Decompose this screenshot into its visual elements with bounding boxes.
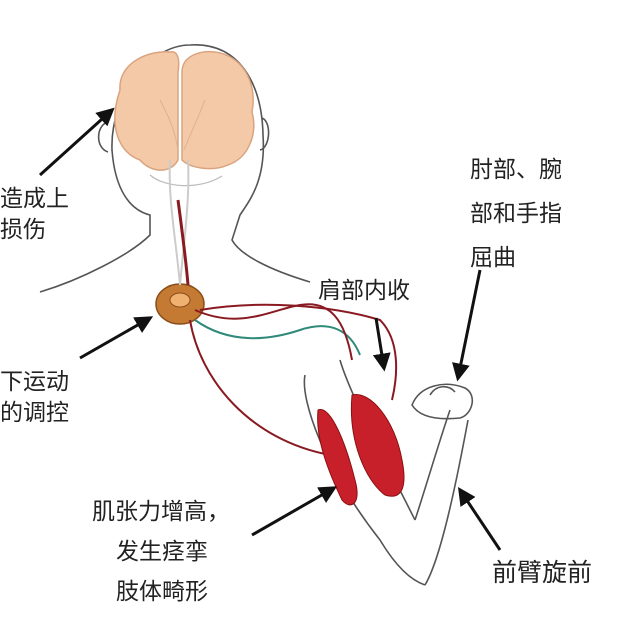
label-spasticity-line-2: 发生痉挛 xyxy=(116,539,208,565)
arrow-to-spinal-cord xyxy=(79,316,154,360)
label-forearm: 前臂旋前 xyxy=(492,557,592,588)
spinal-cord-segment xyxy=(155,283,205,325)
label-spasticity-line-3: 肢体畸形 xyxy=(116,579,208,605)
neural-tracts xyxy=(168,159,398,456)
arrow-to-brain xyxy=(38,107,115,177)
arrow-to-muscle xyxy=(251,486,338,537)
label-spasticity-line-1: 肌张力增高， xyxy=(92,499,230,525)
label-elbow-line-2: 部和手指 xyxy=(470,201,562,227)
label-shoulder: 肩部内收 xyxy=(318,276,410,307)
label-upper-damage-line-1: 造成上 xyxy=(0,186,69,212)
arrows xyxy=(38,107,502,551)
label-upper-damage: 造成上损伤 xyxy=(0,184,69,246)
muscles xyxy=(317,394,405,506)
label-shoulder-line-1: 肩部内收 xyxy=(318,278,410,304)
arrow-to-shoulder xyxy=(372,317,391,372)
label-elbow-wrist-finger: 肘部、腕部和手指屈曲 xyxy=(470,148,562,280)
label-upper-damage-line-2: 损伤 xyxy=(0,217,46,243)
label-lower-motor: 下运动的调控 xyxy=(0,367,69,429)
brain xyxy=(114,50,255,187)
arrow-to-forearm xyxy=(458,487,502,551)
label-forearm-line-1: 前臂旋前 xyxy=(492,558,593,587)
label-elbow-line-3: 屈曲 xyxy=(470,245,516,271)
label-elbow-line-1: 肘部、腕 xyxy=(470,157,562,183)
label-lower-motor-line-2: 的调控 xyxy=(0,400,69,426)
arrow-to-hand xyxy=(452,269,482,382)
label-spasticity: 肌张力增高， 发生痉挛肢体畸形 xyxy=(92,492,230,612)
label-lower-motor-line-1: 下运动 xyxy=(0,369,69,395)
